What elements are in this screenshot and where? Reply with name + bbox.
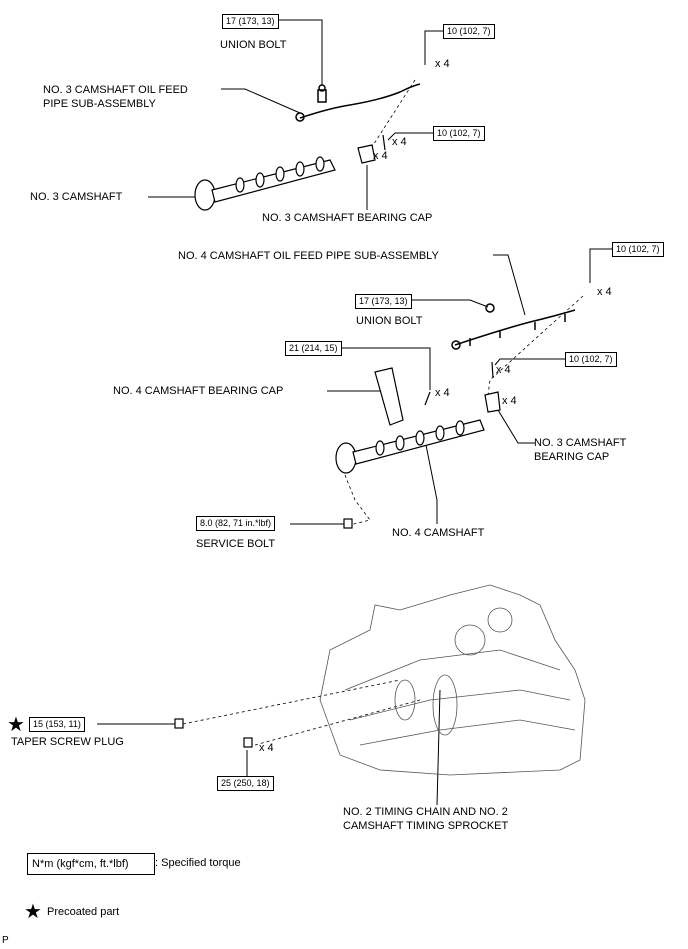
leader-line — [589, 248, 612, 283]
torque-box: 10 (102, 7) — [612, 242, 664, 257]
quantity-mark: x 4 — [259, 742, 274, 754]
no4-camshaft — [335, 419, 485, 474]
leader-line — [424, 30, 443, 65]
engine-block — [319, 584, 586, 776]
torque-box: 25 (250, 18) — [217, 776, 274, 791]
service-bolt — [343, 518, 353, 529]
leader-line — [493, 254, 526, 316]
no3-camshaft — [194, 156, 336, 211]
quantity-mark: x 4 — [435, 387, 450, 399]
label-union-bolt-1: UNION BOLT — [220, 39, 287, 51]
label-no4-oil-feed: NO. 4 CAMSHAFT OIL FEED PIPE SUB-ASSEMBL… — [178, 250, 439, 262]
label-no4-bearing-cap: NO. 4 CAMSHAFT BEARING CAP — [113, 385, 284, 397]
leader-line — [387, 132, 433, 141]
label-no3-oil-feed-line1: NO. 3 CAMSHAFT OIL FEED — [43, 84, 188, 96]
torque-box: 15 (153, 11) — [29, 717, 85, 732]
leader-line — [494, 358, 565, 366]
label-no3-bearing-cap-1: NO. 3 CAMSHAFT BEARING CAP — [262, 212, 433, 224]
leader-line — [341, 347, 431, 390]
black-star-icon: ★ — [7, 714, 25, 736]
no3-bearing-cap-top — [357, 134, 386, 164]
legend-precoated-desc: Precoated part — [47, 906, 120, 918]
label-taper-screw-plug: TAPER SCREW PLUG — [11, 736, 124, 748]
quantity-mark: x 4 — [502, 395, 517, 407]
torque-box: 10 (102, 7) — [433, 126, 485, 141]
no4-bearing-cap — [374, 367, 431, 426]
corner-mark: P — [2, 935, 9, 946]
leader-line — [409, 299, 489, 308]
quantity-mark: x 4 — [597, 286, 612, 298]
quantity-mark: x 4 — [392, 136, 407, 148]
no3-bearing-cap-mid — [484, 361, 501, 413]
leader-line — [436, 689, 441, 806]
quantity-mark: x 4 — [435, 58, 450, 70]
label-no3-camshaft: NO. 3 CAMSHAFT — [30, 191, 123, 203]
leader-line — [221, 88, 301, 114]
bottom-bolt — [243, 737, 253, 748]
torque-box: 10 (102, 7) — [565, 352, 617, 367]
leader-line — [424, 439, 438, 524]
legend-torque-desc: : Specified torque — [155, 857, 241, 869]
label-timing-chain-line2: CAMSHAFT TIMING SPROCKET — [343, 820, 509, 832]
label-union-bolt-2: UNION BOLT — [356, 315, 423, 327]
no4-oil-feed-pipe — [451, 303, 576, 350]
torque-box: 8.0 (82, 71 in.*lbf) — [196, 516, 276, 531]
quantity-mark: x 4 — [373, 150, 388, 162]
leader-line — [497, 409, 535, 444]
no3-oil-feed-pipe — [295, 83, 421, 122]
torque-box: 17 (173, 13) — [222, 14, 279, 29]
leader-line — [273, 19, 323, 85]
torque-box: 17 (173, 13) — [355, 294, 412, 309]
taper-screw-plug — [174, 718, 184, 729]
label-no3-bearing-cap-2b: BEARING CAP — [534, 451, 610, 463]
torque-box: 10 (102, 7) — [443, 24, 495, 39]
quantity-mark: x 4 — [496, 364, 511, 376]
label-timing-chain-line1: NO. 2 TIMING CHAIN AND NO. 2 — [343, 806, 508, 818]
label-service-bolt: SERVICE BOLT — [196, 538, 276, 550]
torque-box: 21 (214, 15) — [285, 341, 342, 356]
label-no4-camshaft: NO. 4 CAMSHAFT — [392, 527, 485, 539]
black-star-icon: ★ — [24, 901, 42, 923]
label-no3-bearing-cap-2a: NO. 3 CAMSHAFT — [534, 437, 627, 449]
legend-torque-units: N*m (kgf*cm, ft.*lbf) — [27, 853, 155, 875]
label-no3-oil-feed-line2: PIPE SUB-ASSEMBLY — [43, 98, 156, 110]
